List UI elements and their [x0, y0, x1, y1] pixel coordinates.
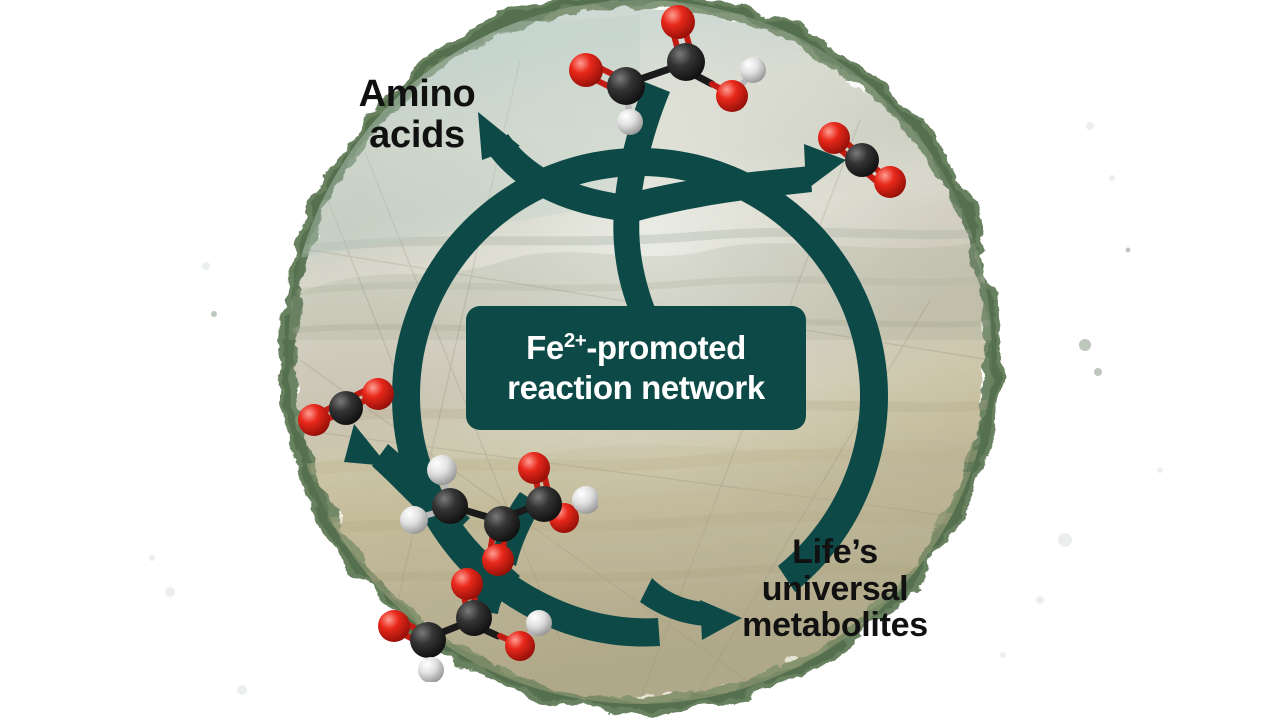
- label-amino-acids: Amino acids: [358, 73, 476, 157]
- arrow-to-amino-acids-head: [478, 112, 520, 160]
- arrow-to-metabolites-head: [700, 600, 742, 640]
- arrow-to-amino-acids-shaft: [486, 134, 636, 222]
- cycle-ring-bottom: [486, 568, 660, 647]
- arrow-to-co2-left-head: [344, 424, 388, 466]
- molecule-glyoxylate-top: [569, 5, 766, 135]
- feed-from-glyoxylate-top: [613, 82, 670, 318]
- arrow-to-co2-right-head: [804, 144, 846, 190]
- molecule-co2-top-right: [818, 122, 906, 198]
- molecule-pyruvate: [400, 452, 598, 576]
- paint-splatter: [149, 122, 1163, 695]
- arrow-to-co2-right-shaft: [620, 166, 812, 222]
- molecule-co2-left: [298, 378, 394, 436]
- center-label-fe: Fe: [526, 328, 564, 366]
- cycle-ring-left: [392, 148, 640, 592]
- center-label-promoted: -promoted: [586, 328, 746, 366]
- arrow-to-metabolites-shaft: [640, 578, 706, 626]
- label-universal-metabolites: Life’s universal metabolites: [742, 533, 928, 645]
- center-label-line2: reaction network: [507, 369, 765, 406]
- molecule-glyoxylate-bottom: [378, 568, 552, 682]
- center-label-line1: Fe2+-promoted: [526, 328, 746, 368]
- cycle-ring-right: [640, 148, 888, 592]
- paint-splatter-dark: [211, 247, 1131, 376]
- center-label-charge: 2+: [563, 328, 587, 352]
- center-label-box: Fe2+-promoted reaction network: [466, 306, 806, 430]
